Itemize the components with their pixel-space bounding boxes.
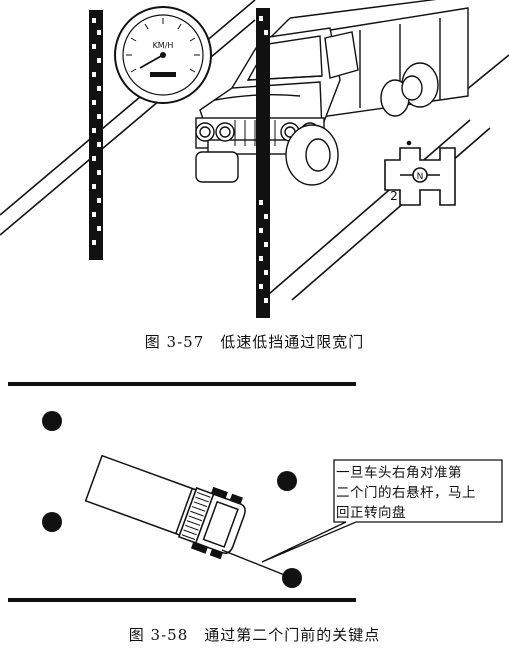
speedometer-unit-label: KM/H — [153, 41, 174, 50]
gear-number-label: 2 — [390, 189, 398, 203]
road-lines — [0, 0, 509, 301]
callout-box — [261, 459, 503, 563]
truck — [195, 0, 469, 186]
width-limit-poles — [89, 8, 270, 318]
gate-pole-bottom-left — [42, 512, 62, 532]
truck-top-view — [84, 454, 246, 560]
callout-line-2: 二个门的右悬杆，马上 — [336, 485, 476, 501]
speedometer-gauge — [114, 6, 212, 104]
figure-3-57-caption: 图 3-57 低速低挡通过限宽门 — [144, 333, 365, 351]
gear-neutral-label: N — [417, 172, 424, 182]
gear-shift-diagram — [384, 140, 456, 206]
figure-3-58-caption: 图 3-58 通过第二个门前的关键点 — [128, 626, 381, 644]
gate-pole-top-left — [42, 411, 62, 431]
callout-line-1: 一旦车头右角对准第 — [336, 465, 462, 481]
figure-3-57-illustration: KM/H N 2 — [0, 0, 509, 318]
figure-3-58-illustration — [8, 382, 503, 602]
callout-line-3: 回正转向盘 — [336, 505, 406, 521]
sight-line — [221, 549, 293, 579]
gate-pole-top-right — [277, 471, 297, 491]
callout-text: 一旦车头右角对准第 二个门的右悬杆，马上 回正转向盘 — [336, 463, 506, 523]
